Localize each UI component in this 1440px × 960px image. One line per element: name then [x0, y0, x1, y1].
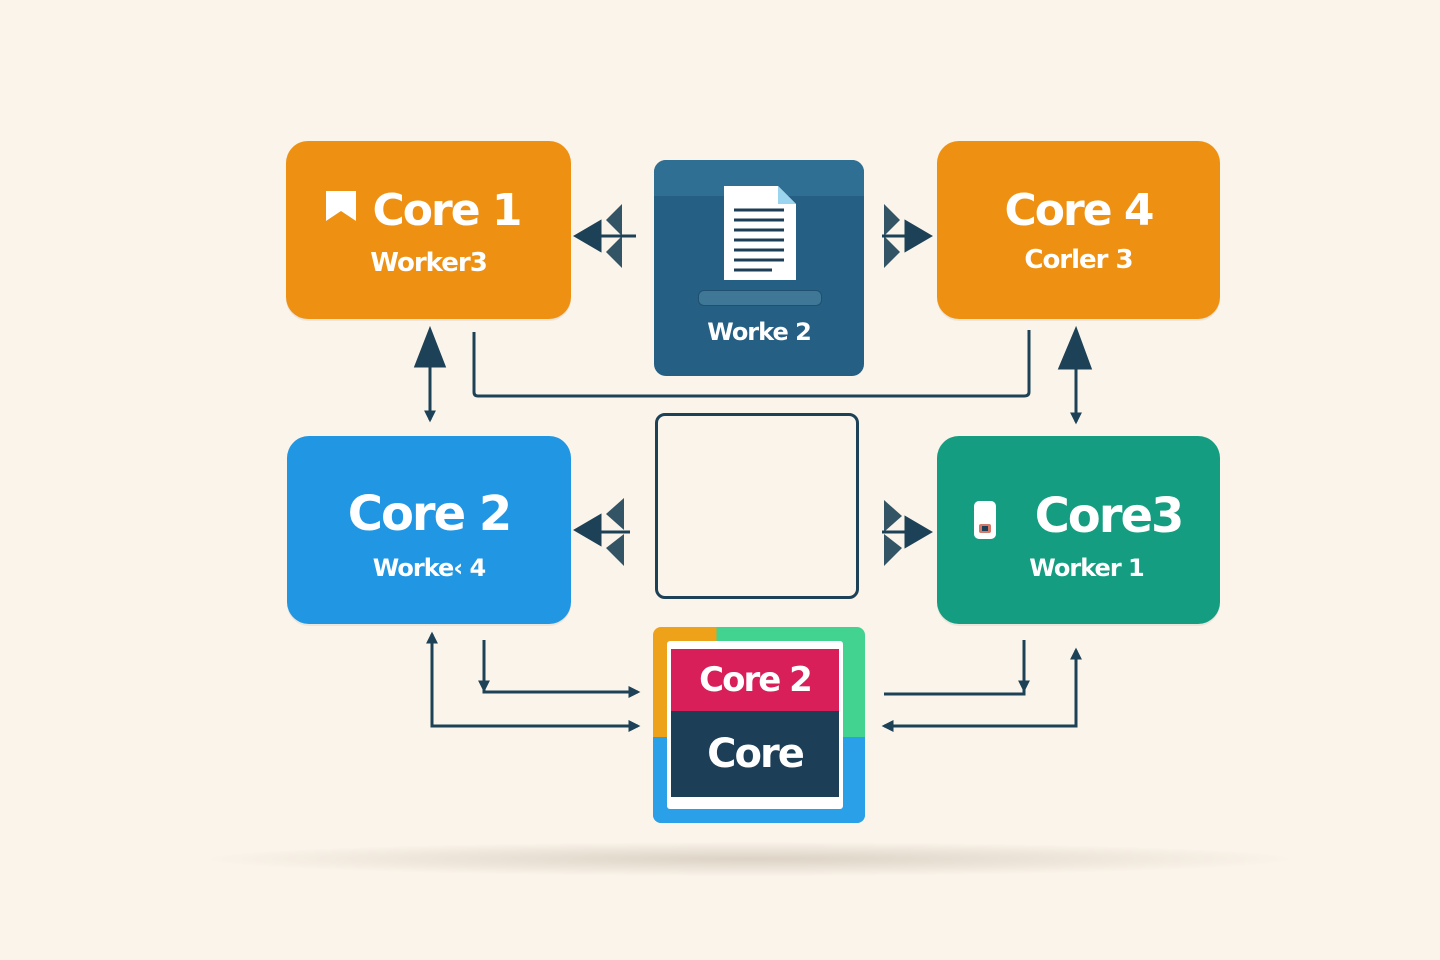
arrow-center-to-core3: [882, 500, 933, 566]
arrow-center-to-core2: [573, 498, 630, 566]
core-stack-node[interactable]: Core 2 Core: [653, 627, 865, 823]
memory-chip-icon: [974, 501, 996, 539]
core4-subtitle: Corler 3: [1024, 245, 1133, 275]
connector-core3-stack-1: [881, 647, 1082, 732]
core2-subtitle: Worke‹ 4: [372, 554, 486, 582]
ground-shadow: [210, 842, 1290, 876]
core1-node[interactable]: Core 1 Worker3: [286, 141, 571, 319]
connector-core2-stack-2: [482, 640, 641, 698]
worker2-node[interactable]: Worke 2: [654, 160, 864, 376]
core1-title: Core 1: [372, 185, 523, 236]
core1-subtitle: Worker3: [370, 248, 488, 278]
core2-title: Core 2: [347, 486, 513, 542]
center-empty-box[interactable]: [655, 413, 859, 599]
stack-bottom-label: Core: [671, 711, 839, 797]
connector-core3-stack-2: [884, 640, 1026, 696]
core4-node[interactable]: Core 4 Corler 3: [937, 141, 1220, 319]
arrow-head-core1-up: [413, 325, 447, 368]
arrow-worker2-to-core1: [573, 204, 636, 268]
core2-node[interactable]: Core 2 Worke‹ 4: [287, 436, 571, 624]
core4-title: Core 4: [1004, 185, 1155, 236]
bookmark-flag-icon: [326, 191, 356, 221]
stack-top-label: Core 2: [671, 649, 839, 711]
core3-title: Core3: [1034, 488, 1185, 544]
document-icon: [724, 186, 796, 280]
arrow-head-core4-up: [1057, 325, 1093, 370]
core3-subtitle: Worker 1: [1029, 554, 1144, 582]
connector-core2-stack-1: [426, 631, 641, 732]
connector-core1-core4: [472, 330, 1031, 398]
worker2-slot-bar: [698, 290, 822, 306]
core3-node[interactable]: Core3 Worker 1: [937, 436, 1220, 624]
worker2-subtitle: Worke 2: [707, 318, 812, 346]
arrow-worker2-to-core4: [882, 204, 933, 268]
